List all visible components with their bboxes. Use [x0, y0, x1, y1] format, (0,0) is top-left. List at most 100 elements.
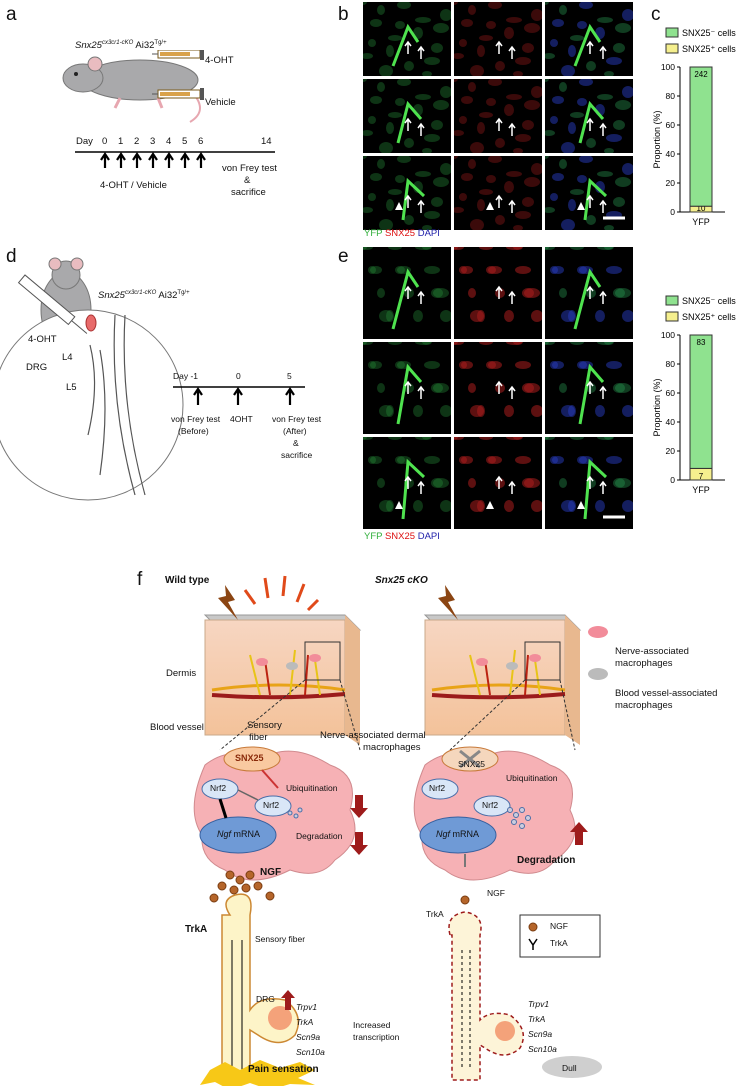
end-label-2: &	[244, 175, 251, 186]
legend-dapi: DAPI	[417, 228, 440, 239]
pain-label: Pain sensation	[248, 1064, 319, 1075]
legend-neg-swatch	[665, 27, 679, 38]
legend-neg-swatch	[665, 295, 679, 306]
wt-ngf-gene: Ngf	[217, 829, 232, 839]
bar-value-label: 10	[697, 204, 706, 213]
cko-drg-nucleus	[495, 1021, 515, 1041]
timeline-tick-label: 4	[166, 136, 172, 147]
wt-ubiquitination-label: Ubiquitination	[286, 783, 338, 793]
micrograph-yfp	[363, 247, 451, 339]
cko-ngf-gene: Ngf	[436, 829, 451, 839]
cko-nrf2-node	[421, 778, 459, 800]
wt-nrf2b-node	[254, 795, 292, 817]
panel-label-c: c	[651, 4, 661, 25]
timeline-d-tick-label: Day -1	[173, 371, 199, 381]
y-tick-label: 40	[666, 149, 676, 159]
cko-ngf-mrna-node	[419, 816, 497, 854]
mouse-icon	[62, 56, 201, 123]
wt-pain-rays	[243, 575, 320, 612]
genotype-tail-d: Ai32	[156, 290, 178, 302]
wt-ngf-dots	[209, 870, 275, 903]
wt-zoom-box	[304, 641, 341, 681]
sensory-fiber-label-2: fiber	[249, 732, 268, 743]
timeline-tick-label: 2	[134, 136, 140, 147]
genotype-tail: Ai32	[133, 40, 155, 52]
l5-label: L5	[66, 382, 77, 393]
legend-ngf-icon	[528, 922, 538, 932]
gene-label: Scn9a	[528, 1029, 553, 1039]
under-3d: sacrifice	[281, 450, 313, 460]
panel-d-diagram	[0, 257, 305, 501]
wt-drg-label: DRG	[256, 994, 275, 1004]
micrograph-merge	[545, 2, 633, 76]
y-tick-label: 0	[670, 207, 675, 217]
timeline-d-arrow	[233, 387, 243, 405]
wt-skin-block	[203, 614, 362, 745]
legend-ngf-label: NGF	[550, 921, 568, 931]
bar-value-label: 83	[697, 338, 706, 347]
cko-ngf-mrna-label: Ngf mRNA	[436, 829, 479, 839]
genotype-gene: Snx25	[75, 40, 102, 52]
drg-l4-marker	[85, 314, 97, 332]
cko-snx25-label: SNX25	[458, 759, 485, 769]
timeline-tick-label: 1	[118, 136, 124, 147]
wt-degradation-label: Degradation	[296, 831, 343, 841]
injection-arrow	[164, 152, 174, 168]
nerve-dermal-label-2: macrophages	[363, 742, 421, 753]
under-3b: (After)	[283, 426, 307, 436]
x-category-label: YFP	[692, 485, 710, 495]
legend-pos-label: SNX25⁺ cells	[682, 312, 736, 322]
legend-bv-label-1: Blood vessel-associated	[615, 688, 718, 699]
injection-arrow	[148, 152, 158, 168]
legend-bv-label-2: macrophages	[615, 700, 673, 711]
y-tick-label: 20	[666, 178, 676, 188]
timeline-tick-label: 3	[150, 136, 156, 147]
panel-e-micrographs	[363, 247, 634, 529]
wt-trka-label: TrkA	[185, 924, 208, 935]
drg-zoom-circle	[0, 309, 184, 501]
genotype-sup: cx3cr1-cKO	[101, 40, 134, 46]
y-tick-label: 0	[670, 475, 675, 485]
bar-value-label: 7	[699, 472, 704, 481]
y-tick-label: 60	[666, 120, 676, 130]
wt-stimulus-icon	[218, 585, 238, 620]
cko-skin-block	[423, 614, 582, 745]
legend-pos-swatch	[665, 43, 679, 54]
panel-b-micrographs	[363, 2, 634, 230]
panel-a-diagram	[62, 50, 275, 168]
micrograph-snx25	[454, 342, 542, 434]
inject-label: 4-OHT	[28, 334, 57, 345]
legend-neg-label: SNX25⁻ cells	[682, 28, 736, 38]
cko-ubiquitination-label: Ubiquitination	[506, 773, 558, 783]
gene-label: Scn9a	[296, 1032, 321, 1042]
wt-mrna-word: mRNA	[231, 829, 261, 839]
genotype-tail-sup: Tg/+	[154, 40, 167, 46]
legend-nerve-macrophage-icon	[588, 626, 608, 638]
cko-nrf2b-label: Nrf2	[482, 800, 499, 810]
gene-label: TrkA	[528, 1014, 546, 1024]
injection-arrow	[196, 152, 206, 168]
syringe-icon-d	[17, 274, 88, 334]
wt-ngf-mrna-node	[199, 816, 277, 854]
panel-label-b: b	[338, 4, 349, 25]
micrograph-merge	[545, 342, 633, 434]
pain-burst	[200, 1060, 315, 1086]
wt-increase-arrow	[281, 990, 295, 1010]
nerve-dermal-label-1: Nerve-associated dermal	[320, 730, 426, 741]
panel-d-genotype: Snx25cx3cr1-cKO Ai32Tg/+	[98, 290, 190, 301]
bar-value-label: 242	[694, 70, 708, 79]
timeline-d-arrow	[285, 387, 295, 405]
timeline-day-label: Day	[76, 136, 93, 147]
legend-pos-label: SNX25⁺ cells	[682, 44, 736, 54]
increased-label-1: Increased	[353, 1020, 391, 1030]
micrograph-merge	[545, 156, 633, 230]
gene-label: Scn10a	[296, 1047, 325, 1057]
panel-label-a: a	[6, 4, 17, 25]
under-1b: (Before)	[178, 426, 209, 436]
gene-label: Trpv1	[296, 1002, 318, 1012]
timeline-d-tick-label: 0	[236, 371, 241, 381]
drg-label: DRG	[26, 362, 48, 373]
